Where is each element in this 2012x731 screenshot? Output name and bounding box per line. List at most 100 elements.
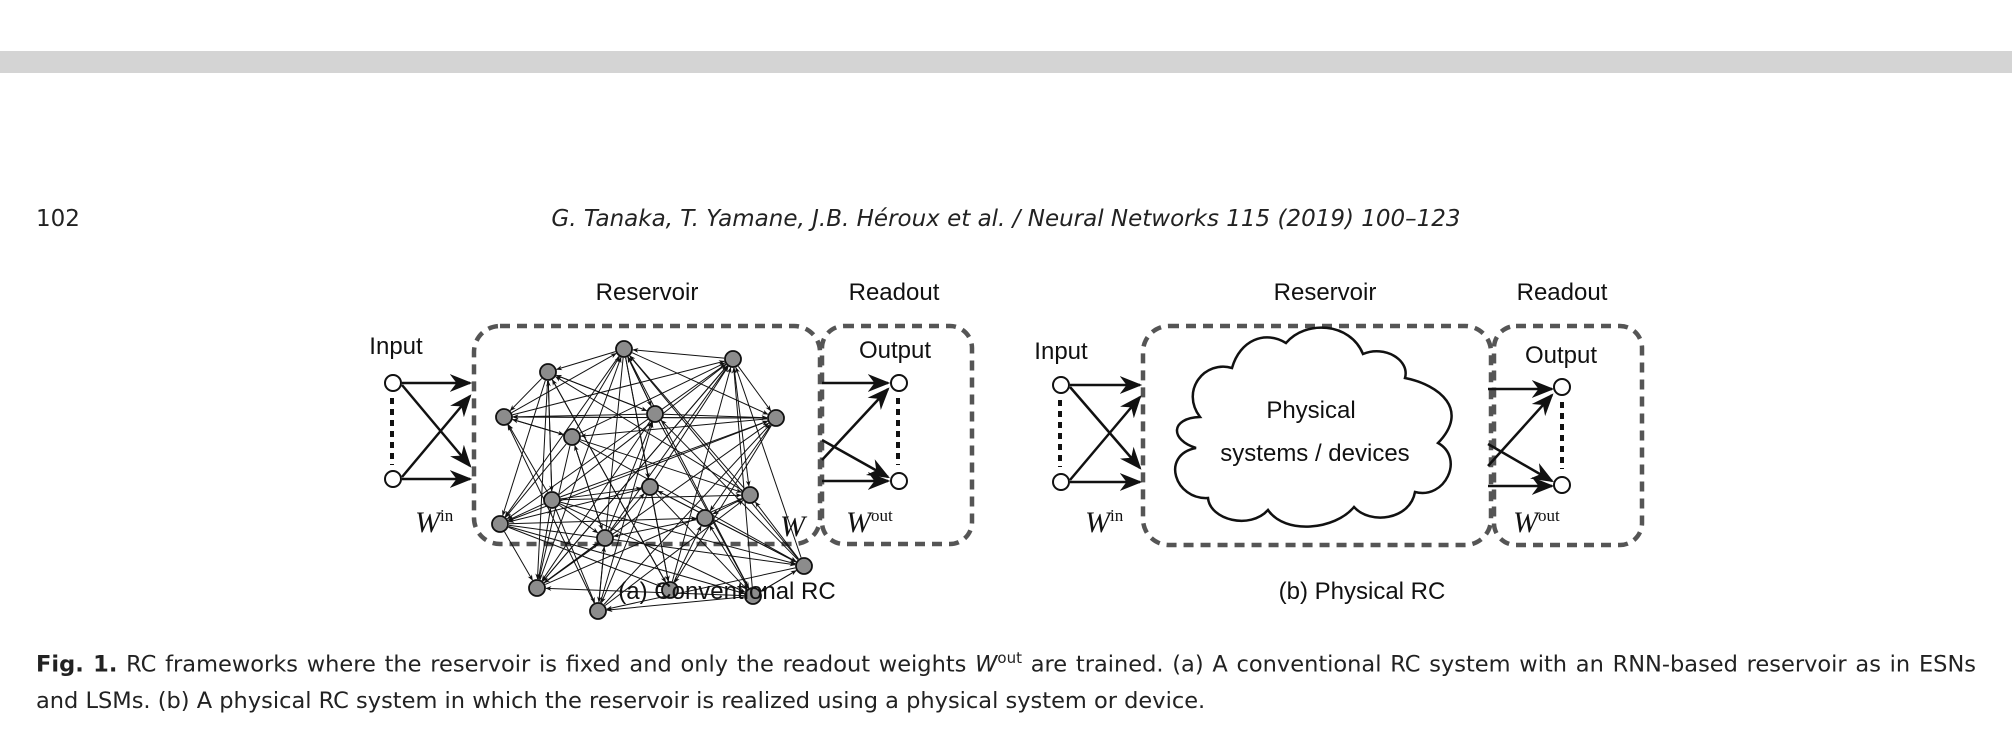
input-node [384,374,402,392]
network-edge [559,503,746,593]
w-label: W [780,510,808,543]
output-node [890,472,908,490]
network-edge [537,445,571,580]
network-edge [733,367,751,487]
reservoir-node [741,486,759,504]
reservoir-label: Reservoir [1274,279,1377,306]
output-node [1553,476,1571,494]
network-edge [574,444,603,530]
panel-b-caption: (b) Physical RC [1279,578,1446,605]
input-node [1052,473,1070,491]
network-edge [505,443,567,518]
output-node [890,374,908,392]
w-in-label: Win [415,506,454,539]
network-edge [508,424,548,493]
reservoir-label: Reservoir [596,279,699,306]
network-edge [508,524,796,567]
reservoir-node [615,340,633,358]
network-edge [504,531,533,581]
network-edge [579,440,797,563]
network-edge [673,525,702,583]
network-edge [601,495,647,604]
network-edge [709,425,772,512]
network-edge [543,542,599,584]
network-edge [657,490,797,563]
network-edge [760,570,797,592]
network-edge [560,420,769,498]
network-edge [604,500,744,606]
network-edge [507,424,595,604]
network-edge [671,367,732,582]
reservoir-node [543,491,561,509]
network-edge [610,493,645,532]
reservoir-node [724,350,742,368]
network-edge [576,356,620,430]
caption-w-sup: out [997,649,1022,667]
input-label: Input [1034,338,1088,365]
network-edge [535,380,549,580]
reservoir-node [744,587,762,605]
reservoir-node [596,529,614,547]
readout-box [1491,323,1645,548]
readout-label: Readout [1517,279,1608,306]
w-in-label: Win [1085,506,1124,539]
network-edge [632,347,725,359]
caption-text: RC frameworks where the reservoir is fix… [117,651,976,678]
reservoir-node [495,408,513,426]
network-edge [508,516,697,525]
network-edge [538,508,552,580]
reservoir-node [696,509,714,527]
network-edge [654,366,729,480]
reservoir-node [795,557,813,575]
network-edge [542,365,728,582]
network-edge [507,503,545,521]
network-edge [512,413,647,420]
network-edge [509,378,543,411]
readout-box [819,323,975,547]
caption-text: are trained. (a) A conventional RC syste… [36,651,1976,714]
output-label: Output [859,337,931,364]
network-edge [560,486,642,500]
network-edge [508,526,663,588]
network-edge [554,508,596,604]
panel-a-caption: (a) Conventional RC [618,578,835,605]
network-edge [631,352,769,415]
output-node [1553,378,1571,396]
network-edge [660,419,799,560]
reservoir-node [646,405,664,423]
reservoir-network [491,340,813,620]
network-edge [555,374,647,412]
caption-w: W [975,651,998,678]
panel-b-physical-rc: Reservoir Readout Physical systems / dev… [1034,279,1645,605]
panel-a-conventional-rc: Reservoir Readout Input Output [369,279,975,620]
network-edge [607,421,653,530]
network-edge [629,355,799,560]
top-toolbar-strip [0,51,2012,73]
network-edge [556,351,616,371]
network-edge [551,379,667,583]
network-edge [502,380,546,516]
network-edge [544,422,770,584]
network-edge [598,546,607,603]
network-edge [627,356,750,589]
reservoir-node [661,581,679,599]
network-edge [674,425,772,583]
network-edge [613,519,697,538]
network-edge [545,586,745,597]
network-edge [546,380,553,492]
input-node [384,470,402,488]
network-edge [560,501,796,565]
readout-label: Readout [849,279,940,306]
network-edge [512,418,564,435]
cloud-shape [1174,326,1453,528]
network-edge [512,414,768,420]
reservoir-node [563,428,581,446]
network-edge [579,362,726,434]
network-edge [735,366,802,558]
running-header: G. Tanaka, T. Yamane, J.B. Héroux et al.… [551,206,1461,232]
network-edge [655,493,748,590]
w-out-label: Wout [1513,506,1560,539]
network-edge [511,353,617,413]
